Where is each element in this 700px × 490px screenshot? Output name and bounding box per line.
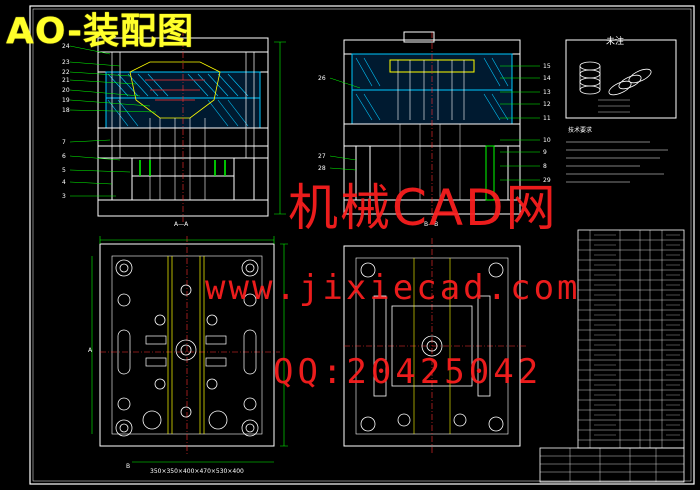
section-mark-a: A <box>88 347 93 354</box>
watermark-qq: QQ:20425042 <box>273 352 543 392</box>
title-block <box>539 447 685 483</box>
svg-text:23: 23 <box>62 59 70 66</box>
svg-text:5: 5 <box>62 167 66 174</box>
sheet-inner-border <box>32 8 692 482</box>
svg-text:24: 24 <box>62 43 70 50</box>
svg-text:27: 27 <box>318 153 326 160</box>
view-label-aa: A—A <box>174 221 189 228</box>
svg-text:26: 26 <box>318 75 326 82</box>
view-label-bb: B—B <box>424 221 438 228</box>
svg-text:12: 12 <box>543 101 551 108</box>
svg-text:28: 28 <box>318 165 326 172</box>
svg-text:29: 29 <box>543 177 551 184</box>
svg-text:21: 21 <box>62 77 70 84</box>
svg-text:4: 4 <box>62 179 66 186</box>
svg-text:19: 19 <box>62 97 70 104</box>
dimension-note: 350×350×400×470×530×400 <box>150 468 244 475</box>
watermark-site-name: 机械CAD网 <box>288 179 558 237</box>
parts-list-table <box>577 229 685 449</box>
svg-text:13: 13 <box>543 89 551 96</box>
tech-notes: 技术要求 <box>566 126 668 183</box>
svg-text:15: 15 <box>543 63 551 70</box>
tech-requirements-heading: 技术要求 <box>568 126 592 134</box>
svg-text:7: 7 <box>62 139 66 146</box>
svg-text:18: 18 <box>62 107 70 114</box>
svg-text:22: 22 <box>62 69 70 76</box>
section-view-left: 24 23 22 21 20 19 18 7 6 5 4 3 A—A <box>62 30 286 228</box>
svg-text:6: 6 <box>62 153 66 160</box>
svg-text:9: 9 <box>543 149 547 156</box>
drawing-title: AO-装配图 <box>6 11 195 52</box>
svg-text:20: 20 <box>62 87 70 94</box>
watermark-url: www.jixiecad.com <box>205 268 581 308</box>
svg-text:8: 8 <box>543 163 547 170</box>
svg-text:14: 14 <box>543 75 551 82</box>
stamp-text: 未注 <box>606 35 624 47</box>
detail-box: 未注 <box>565 35 677 119</box>
plan-view-middle <box>343 238 526 454</box>
sheet-border <box>29 5 695 485</box>
section-view-middle: 15 14 13 12 11 10 9 8 29 26 27 28 B—B <box>318 31 551 228</box>
svg-text:10: 10 <box>543 137 551 144</box>
section-mark-b: B <box>126 463 130 470</box>
plan-view-left: A B 350×350×400×470×530×400 <box>88 236 288 475</box>
svg-text:11: 11 <box>543 115 551 122</box>
svg-text:3: 3 <box>62 193 66 200</box>
